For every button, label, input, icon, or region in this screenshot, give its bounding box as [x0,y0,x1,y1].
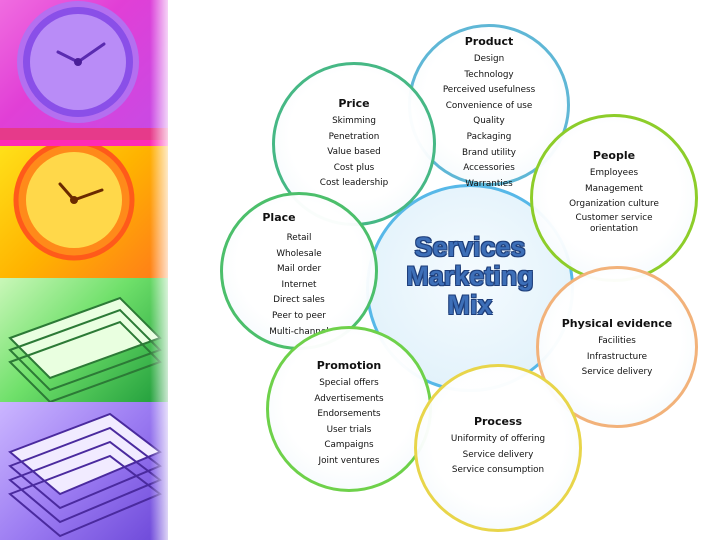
circle-item: Skimming [275,114,433,130]
circle-item: Internet [223,278,375,294]
circle-item: Perceived usefulness [411,83,567,99]
circle-title: Process [417,415,579,428]
circle-item: Convenience of use [411,99,567,115]
circle-item: Design [411,52,567,68]
circle-item: Facilities [539,334,695,350]
circle-item: Organization culture [533,197,695,213]
circle-item: Uniformity of offering [417,432,579,448]
circle-item: Technology [411,68,567,84]
circle-item: Retail [223,231,375,247]
circle-title: Price [275,97,433,110]
circle-item: Infrastructure [539,350,695,366]
circle-item: Service consumption [417,463,579,479]
circle-item: Penetration [275,130,433,146]
circle-item: Customer service orientation [559,213,669,235]
center-title: Services Marketing Mix [369,233,571,320]
circle-item: Campaigns [269,438,429,454]
circle-people: People Employees Management Organization… [530,114,698,282]
wall-clock-image-yellow [0,140,168,278]
center-title-line: Marketing [369,262,571,291]
circle-title: People [533,149,695,162]
circle-title: Physical evidence [539,317,695,330]
circle-title: Product [411,35,567,48]
circle-item: Joint ventures [269,454,429,470]
strip-fade-edge [150,0,180,540]
circle-promotion: Promotion Special offers Advertisements … [266,326,432,492]
center-title-line: Mix [369,291,571,320]
circle-title: Place [183,211,375,224]
circle-item: Endorsements [269,407,429,423]
circle-title: Promotion [269,359,429,372]
stacked-books-image-green [0,278,168,402]
circle-item: Direct sales [223,293,375,309]
services-marketing-mix-diagram: Services Marketing Mix Product Design Te… [200,20,710,535]
circle-item: Service delivery [417,448,579,464]
circle-item: Advertisements [269,392,429,408]
decorative-image-strip [0,0,168,540]
books-icon [0,278,168,402]
wall-clock-image-purple [0,0,168,140]
circle-item: User trials [269,423,429,439]
circle-item: Employees [533,166,695,182]
clock-icon [0,0,168,140]
circle-item: Special offers [269,376,429,392]
stacked-books-image-purple [0,402,168,540]
circle-item: Cost plus [275,161,433,177]
circle-item: Wholesale [223,247,375,263]
circle-item: Cost leadership [275,176,433,192]
books-icon [0,402,168,540]
circle-item: Service delivery [539,365,695,381]
circle-item: Value based [275,145,433,161]
clock-icon [0,140,168,278]
circle-item: Mail order [223,262,375,278]
circle-item: Peer to peer [223,309,375,325]
circle-process: Process Uniformity of offering Service d… [414,364,582,532]
circle-item: Management [533,182,695,198]
